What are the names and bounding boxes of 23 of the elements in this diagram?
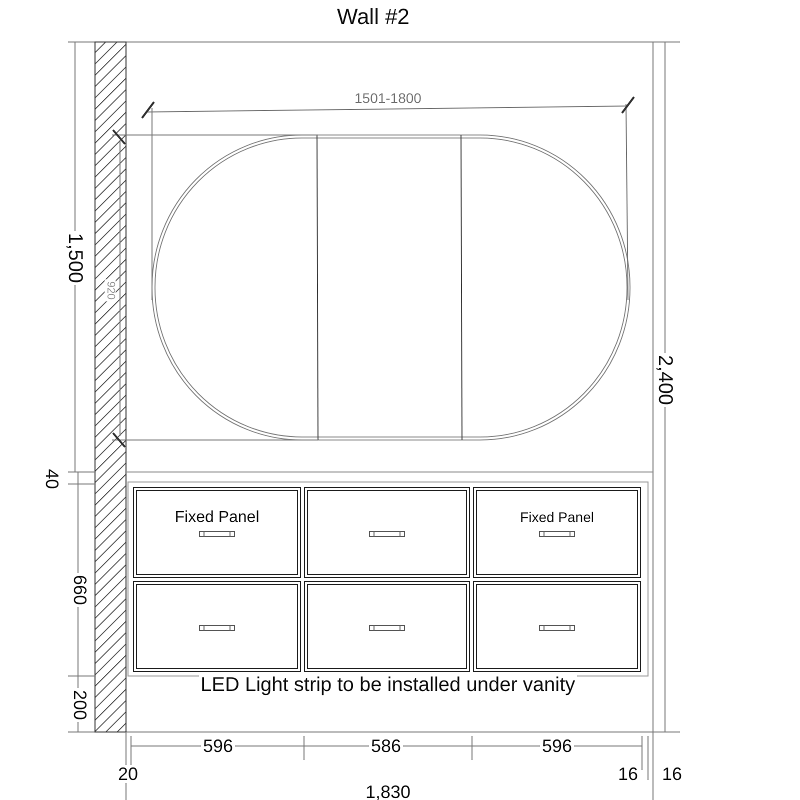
dimension-label: 1,500 xyxy=(65,230,86,286)
dimension-label: 660 xyxy=(71,572,90,608)
dimension-label: 200 xyxy=(71,688,90,722)
dimension-label: 596 xyxy=(540,737,574,755)
panel-label: Fixed Panel xyxy=(174,509,260,527)
dimension-label: 2,400 xyxy=(655,352,676,408)
dimension-label: 16 xyxy=(616,765,640,783)
dimension-label: 40 xyxy=(43,466,62,492)
note-text: LED Light strip to be installed under vanity xyxy=(198,675,578,695)
dimension-label: 1,830 xyxy=(364,783,413,800)
dimension-label: 20 xyxy=(116,765,140,783)
dimension-label: 920 xyxy=(104,278,116,302)
drawer-panel xyxy=(473,487,641,578)
drawer-panel xyxy=(304,581,470,672)
drawer-panel xyxy=(133,581,301,672)
drawer-panel xyxy=(473,581,641,672)
drawer-panel xyxy=(304,487,470,578)
dimension-label: 16 xyxy=(660,765,684,783)
dimension-label: 1501-1800 xyxy=(352,91,424,105)
panel-label: Fixed Panel xyxy=(519,509,595,525)
drawer-panel xyxy=(133,487,301,578)
dimension-label: 596 xyxy=(201,737,236,755)
dimension-label: 586 xyxy=(369,737,404,755)
